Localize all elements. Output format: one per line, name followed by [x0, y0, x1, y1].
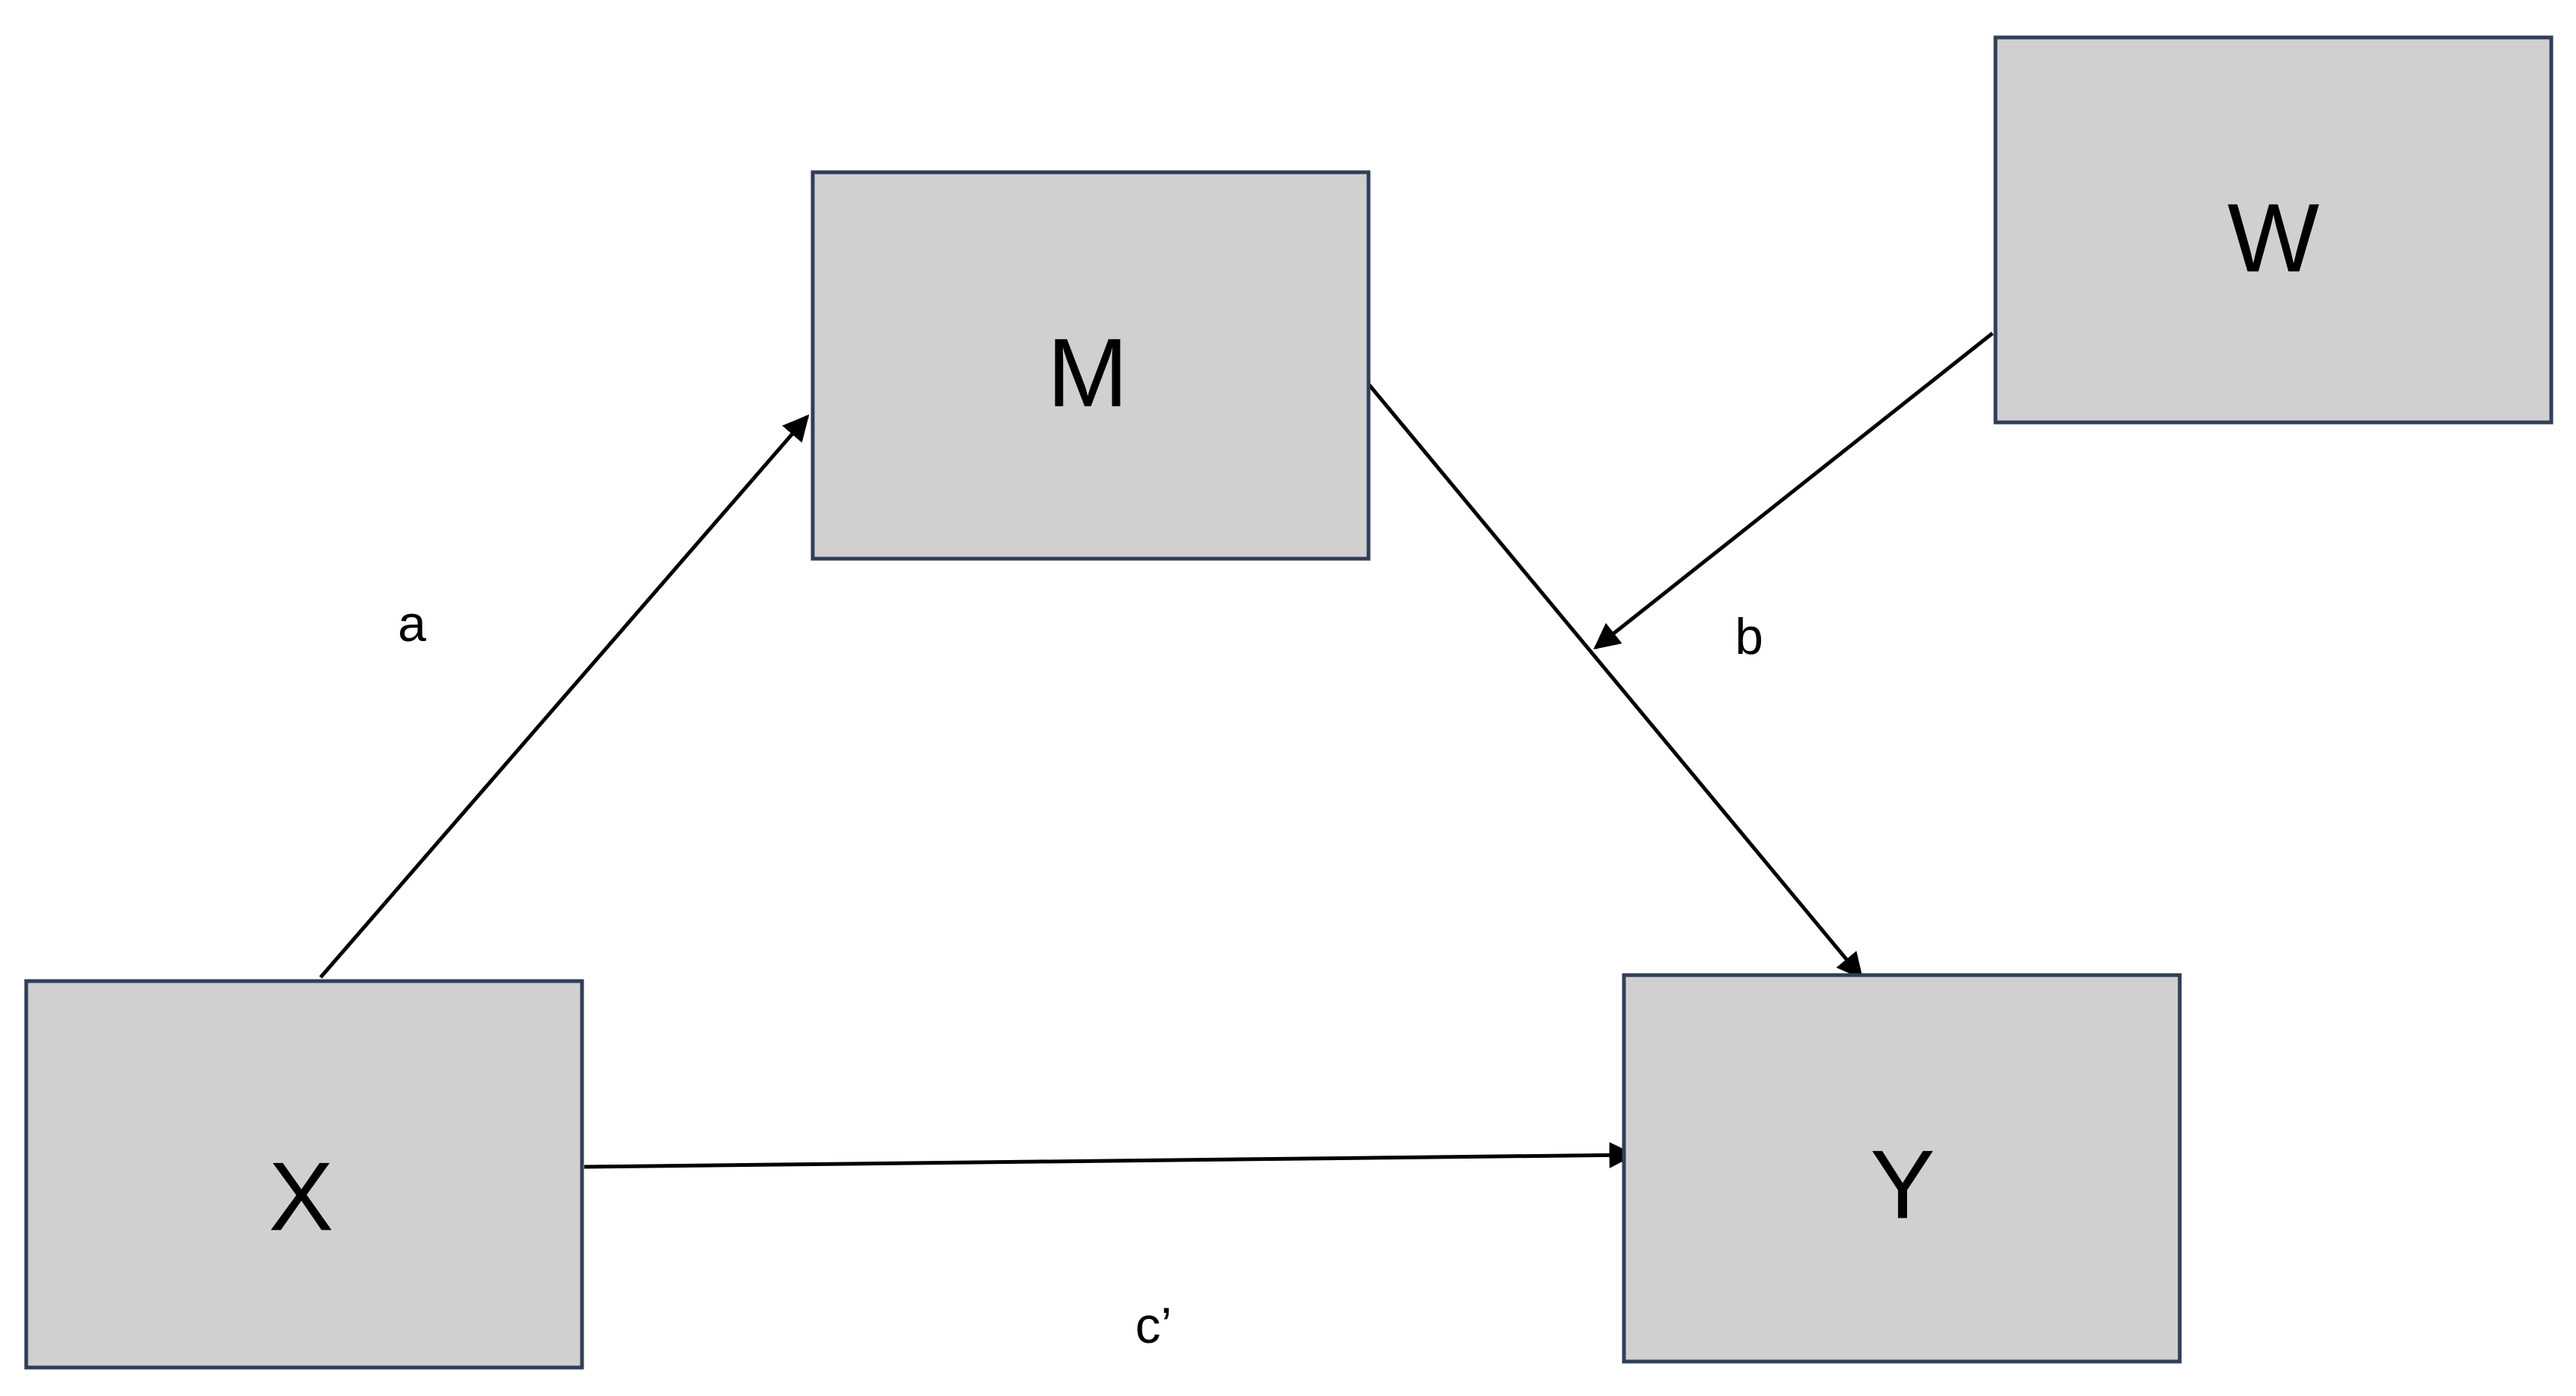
- node-m-label: M: [1047, 318, 1128, 427]
- arrow-x-to-y: [584, 1141, 1636, 1169]
- node-x-box: [24, 979, 584, 1370]
- node-w: W: [1993, 35, 2554, 425]
- node-y-label: Y: [1870, 1129, 1936, 1239]
- node-m: M: [810, 170, 1371, 561]
- node-w-label: W: [2228, 183, 2320, 292]
- node-x-label: X: [269, 1141, 334, 1251]
- path-label-c-prime: c’: [1135, 1297, 1172, 1354]
- arrow-x-to-m: [319, 414, 810, 979]
- node-y: Y: [1622, 973, 2182, 1364]
- arrow-m-to-y: [1364, 379, 1864, 980]
- node-m-box: [810, 170, 1371, 561]
- path-label-b: b: [1735, 608, 1763, 665]
- arrow-w-to-path-b: [1593, 332, 1994, 650]
- path-label-a: a: [398, 595, 426, 652]
- node-x: X: [24, 979, 584, 1370]
- node-w-box: [1993, 35, 2554, 425]
- node-y-box: [1622, 973, 2182, 1364]
